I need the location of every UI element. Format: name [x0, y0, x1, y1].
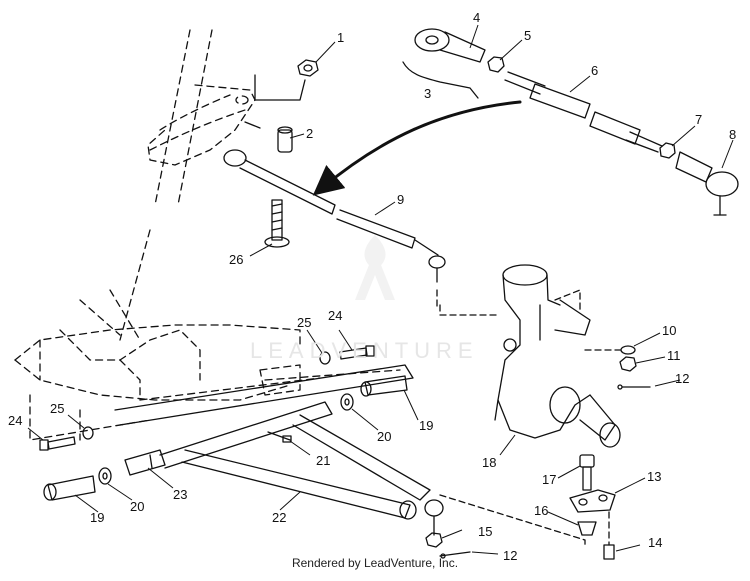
- part-18-spindle: [494, 264, 621, 448]
- part-7-jam-nut: [659, 142, 676, 159]
- callout-25-lower: 25: [50, 401, 64, 416]
- part-25-washer-upper: [319, 351, 331, 365]
- callout-6: 6: [591, 63, 598, 78]
- callout-13: 13: [647, 469, 661, 484]
- callout-14: 14: [648, 535, 662, 550]
- callout-25-upper: 25: [297, 315, 311, 330]
- callout-labels: 1 2 3 4 5 6 7 8 9 10 11 12 12 13 14 15 1…: [8, 10, 736, 563]
- callout-1: 1: [337, 30, 344, 45]
- watermark-logo: [355, 235, 395, 300]
- part-20-washer-front: [98, 467, 112, 485]
- callout-18: 18: [482, 455, 496, 470]
- callout-11: 11: [667, 348, 681, 363]
- part-6-tie-rod: [504, 71, 663, 153]
- callout-9: 9: [397, 192, 404, 207]
- part-26-bolt: [264, 199, 290, 248]
- callout-23: 23: [173, 487, 187, 502]
- part-23-pivot-tube: [124, 449, 166, 476]
- callout-21: 21: [316, 453, 330, 468]
- callout-17: 17: [542, 472, 556, 487]
- part-19-bushing-rear: [360, 375, 408, 397]
- callout-20-front: 20: [130, 499, 144, 514]
- part-9-tie-rod-assembly: [223, 149, 446, 311]
- part-22-a-arm: [114, 364, 444, 536]
- callout-24-upper: 24: [328, 308, 342, 323]
- part-2-spacer: [244, 121, 293, 153]
- callout-5: 5: [524, 28, 531, 43]
- callout-4: 4: [473, 10, 480, 25]
- part-1-nut: [254, 59, 319, 101]
- part-17-bolt: [579, 454, 595, 491]
- assembly-arrow: [312, 100, 522, 196]
- callout-16: 16: [534, 503, 548, 518]
- part-8-rod-end: [675, 151, 739, 216]
- part-5-jam-nut: [487, 56, 505, 73]
- callout-26: 26: [229, 252, 243, 267]
- callout-3: 3: [424, 86, 431, 101]
- callout-19-rear: 19: [419, 418, 433, 433]
- footer-credit: Rendered by LeadVenture, Inc.: [291, 556, 459, 570]
- part-3-bracket: [402, 61, 479, 99]
- lower-link-lines: [439, 494, 586, 549]
- part-12-cotter-pin-upper: [617, 384, 651, 390]
- callout-22: 22: [272, 510, 286, 525]
- part-16-boot: [577, 521, 597, 536]
- part-12-cotter-pin-lower: [439, 551, 471, 559]
- part-4-rod-end: [414, 28, 486, 63]
- spindle-leader-lines: [439, 289, 621, 351]
- callout-24-lower: 24: [8, 413, 22, 428]
- leader-lines: [27, 24, 734, 555]
- part-15-nut: [425, 532, 443, 548]
- steering-post: [119, 29, 256, 341]
- watermark-text: LEADVENTURE: [250, 338, 479, 363]
- frame: [14, 289, 401, 441]
- callout-10: 10: [662, 323, 676, 338]
- callout-12-upper: 12: [675, 371, 689, 386]
- part-24-bolt-upper: [339, 345, 375, 360]
- part-19-bushing-front: [43, 475, 96, 501]
- callout-20-rear: 20: [377, 429, 391, 444]
- callout-15: 15: [478, 524, 492, 539]
- part-24-bolt-lower: [39, 436, 76, 451]
- part-25-washer-lower: [82, 426, 94, 440]
- callout-19-front: 19: [90, 510, 104, 525]
- part-11-nut: [619, 356, 637, 372]
- callout-8: 8: [729, 127, 736, 142]
- part-20-washer-rear: [340, 393, 354, 411]
- part-10-washer: [620, 345, 636, 355]
- callout-12-lower: 12: [503, 548, 517, 563]
- callout-2: 2: [306, 126, 313, 141]
- part-13-plate: [569, 489, 616, 513]
- part-21-grease-fitting: [267, 431, 292, 443]
- part-14-bolt: [603, 511, 615, 560]
- callout-7: 7: [695, 112, 702, 127]
